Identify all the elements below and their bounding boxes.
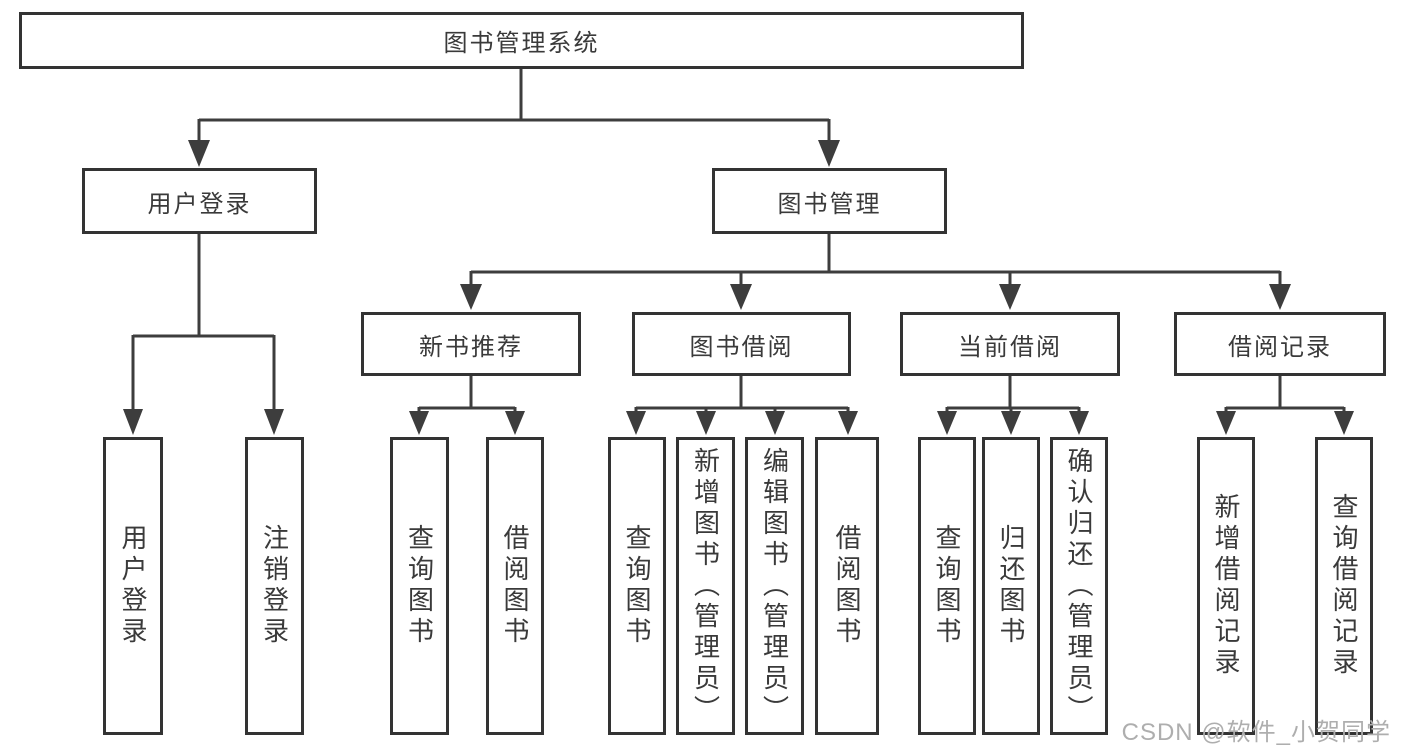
csdn-watermark: CSDN @软件_小贺同学 <box>1121 719 1391 746</box>
leaf-add-borrow-record: 新增借阅记录 <box>1197 437 1255 735</box>
leaf-query-books-borrow-label: 查询图书 <box>622 524 652 648</box>
leaf-confirm-return-admin: 确认归还（管理员） <box>1050 437 1108 735</box>
leaf-logout: 注销登录 <box>245 437 304 735</box>
node-borrow-records: 借阅记录 <box>1174 312 1386 376</box>
leaf-add-book-admin: 新增图书（管理员） <box>676 437 735 735</box>
leaf-borrow-books-borrow-label: 借阅图书 <box>832 524 862 648</box>
node-book-borrow: 图书借阅 <box>632 312 851 376</box>
leaf-user-login: 用户登录 <box>103 437 163 735</box>
leaf-query-books-recommend-label: 查询图书 <box>404 524 435 648</box>
leaf-add-book-admin-label: 新增图书（管理员） <box>690 446 721 726</box>
node-library-management-system: 图书管理系统 <box>19 12 1024 69</box>
leaf-user-login-label: 用户登录 <box>118 524 148 648</box>
leaf-logout-label: 注销登录 <box>259 524 290 648</box>
leaf-query-borrow-record: 查询借阅记录 <box>1315 437 1373 735</box>
leaf-query-books-current-label: 查询图书 <box>932 524 962 648</box>
leaf-add-borrow-record-label: 新增借阅记录 <box>1211 493 1241 679</box>
leaf-borrow-books-recommend-label: 借阅图书 <box>500 524 530 648</box>
leaf-return-books-label: 归还图书 <box>996 524 1026 648</box>
leaf-borrow-books-recommend: 借阅图书 <box>486 437 544 735</box>
leaf-confirm-return-admin-label: 确认归还（管理员） <box>1064 446 1094 726</box>
leaf-query-borrow-record-label: 查询借阅记录 <box>1329 493 1359 679</box>
leaf-query-books-borrow: 查询图书 <box>608 437 666 735</box>
leaf-query-books-recommend: 查询图书 <box>390 437 449 735</box>
node-user-login: 用户登录 <box>82 168 317 234</box>
node-book-management: 图书管理 <box>712 168 947 234</box>
leaf-return-books: 归还图书 <box>982 437 1040 735</box>
node-current-borrow: 当前借阅 <box>900 312 1120 376</box>
node-new-book-recommend: 新书推荐 <box>361 312 581 376</box>
leaf-borrow-books-borrow: 借阅图书 <box>815 437 879 735</box>
leaf-edit-book-admin: 编辑图书（管理员） <box>745 437 804 735</box>
leaf-query-books-current: 查询图书 <box>918 437 976 735</box>
leaf-edit-book-admin-label: 编辑图书（管理员） <box>759 446 790 726</box>
